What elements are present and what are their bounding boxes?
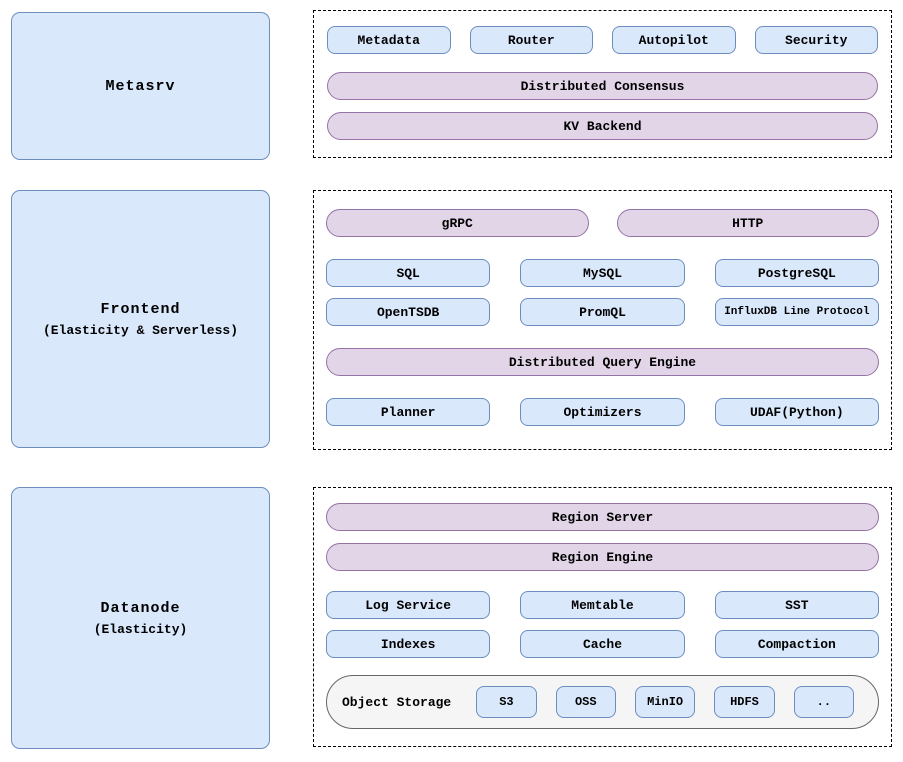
datanode-role-box: Datanode (Elasticity) (11, 487, 270, 749)
frontend-query-row-1: SQL MySQL PostgreSQL (326, 259, 879, 287)
node-grpc: gRPC (326, 209, 589, 237)
node-udaf-python: UDAF(Python) (714, 398, 879, 426)
node-router: Router (469, 26, 593, 54)
node-mysql: MySQL (520, 259, 685, 287)
node-influxdb-line-protocol: InfluxDB Line Protocol (714, 298, 879, 326)
node-kv-backend: KV Backend (327, 112, 878, 140)
node-indexes: Indexes (326, 630, 491, 658)
frontend-group-container: gRPC HTTP SQL MySQL PostgreSQL OpenTSDB … (313, 190, 892, 450)
node-planner: Planner (326, 398, 491, 426)
node-promql: PromQL (520, 298, 685, 326)
node-http: HTTP (616, 209, 879, 237)
object-storage-label: Object Storage (342, 694, 452, 710)
datanode-group-container: Region Server Region Engine Log Service … (313, 487, 892, 747)
node-sql: SQL (326, 259, 491, 287)
node-distributed-consensus: Distributed Consensus (327, 72, 878, 100)
metasrv-modules-row: Metadata Router Autopilot Security (327, 26, 878, 54)
node-region-server: Region Server (326, 503, 879, 531)
datanode-title: Datanode (100, 599, 181, 617)
node-postgresql: PostgreSQL (714, 259, 879, 287)
frontend-title: Frontend (100, 300, 181, 318)
node-distributed-query-engine: Distributed Query Engine (326, 348, 879, 376)
node-security: Security (754, 26, 878, 54)
node-sst: SST (714, 591, 879, 619)
datanode-subtitle: (Elasticity) (93, 621, 188, 637)
frontend-role-box: Frontend (Elasticity & Serverless) (11, 190, 270, 448)
node-oss: OSS (555, 686, 616, 718)
node-memtable: Memtable (520, 591, 685, 619)
frontend-components-row: Planner Optimizers UDAF(Python) (326, 398, 879, 426)
node-cache: Cache (520, 630, 685, 658)
node-other-storage: .. (793, 686, 855, 718)
node-region-engine: Region Engine (326, 543, 879, 571)
node-log-service: Log Service (326, 591, 491, 619)
node-minio: MinIO (634, 686, 696, 718)
metasrv-role-box: Metasrv (11, 12, 270, 160)
frontend-subtitle: (Elasticity & Serverless) (42, 322, 239, 338)
frontend-query-row-2: OpenTSDB PromQL InfluxDB Line Protocol (326, 298, 879, 326)
node-s3: S3 (476, 686, 537, 718)
node-opentsdb: OpenTSDB (326, 298, 491, 326)
metasrv-group-container: Metadata Router Autopilot Security Distr… (313, 10, 892, 158)
datanode-components-row-1: Log Service Memtable SST (326, 591, 879, 619)
object-storage-container: Object Storage S3 OSS MinIO HDFS .. (326, 675, 879, 729)
node-compaction: Compaction (714, 630, 879, 658)
datanode-components-row-2: Indexes Cache Compaction (326, 630, 879, 658)
frontend-protocols-row: gRPC HTTP (326, 209, 879, 237)
node-hdfs: HDFS (714, 686, 775, 718)
node-autopilot: Autopilot (612, 26, 736, 54)
node-metadata: Metadata (327, 26, 451, 54)
metasrv-title: Metasrv (105, 77, 176, 95)
node-optimizers: Optimizers (520, 398, 685, 426)
